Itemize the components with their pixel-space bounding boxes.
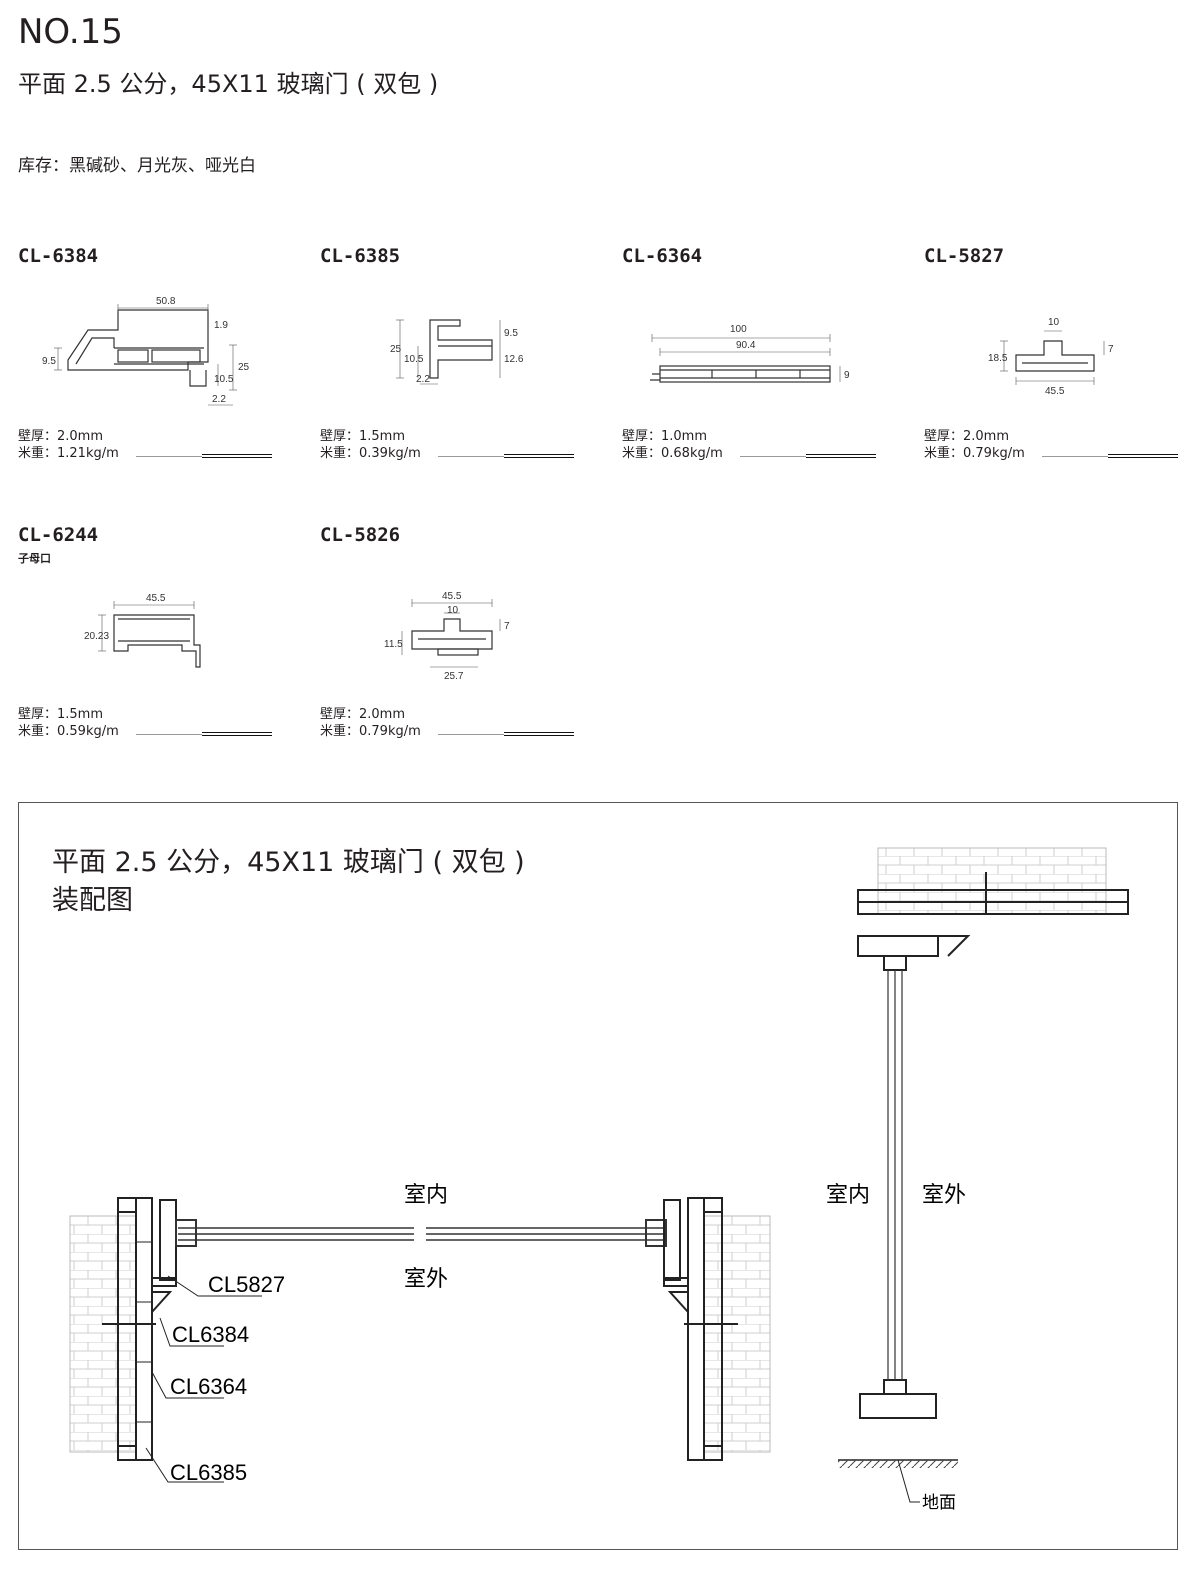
section-outdoor-label: 室外 — [922, 1182, 966, 1207]
spec-bar — [1108, 454, 1178, 458]
dim-10-5: 10.5 — [404, 354, 424, 365]
weight-per-meter: 米重：0.39kg/m — [320, 446, 421, 461]
callout-cl5827: CL5827 — [208, 1272, 285, 1297]
callout-cl6384: CL6384 — [172, 1322, 249, 1347]
ground-label: 地面 — [922, 1493, 956, 1512]
spec-divider — [1042, 456, 1108, 457]
dim-50-8: 50.8 — [156, 296, 176, 307]
weight-per-meter: 米重：0.79kg/m — [924, 446, 1025, 461]
profile-specs-cl6384: 壁厚：2.0mm 米重：1.21kg/m — [18, 428, 119, 462]
profile-drawing-cl5826: 45.5 10 11.5 7 25.7 — [384, 591, 510, 682]
wall-thickness: 壁厚：2.0mm — [320, 707, 406, 722]
profile-drawing-cl5827: 10 18.5 7 45.5 — [988, 317, 1114, 397]
dim-10: 10 — [1048, 317, 1060, 328]
dim-18-5: 18.5 — [988, 353, 1008, 364]
profile-code-cl5826: CL-5826 — [320, 524, 401, 546]
dim-45-5: 45.5 — [1045, 386, 1065, 397]
dim-12-6: 12.6 — [504, 354, 524, 365]
dim-11-5: 11.5 — [384, 639, 403, 650]
weight-per-meter: 米重：1.21kg/m — [18, 446, 119, 461]
wall-thickness: 壁厚：1.5mm — [320, 429, 406, 444]
weight-per-meter: 米重：0.59kg/m — [18, 724, 119, 739]
profile-specs-cl5826: 壁厚：2.0mm 米重：0.79kg/m — [320, 706, 421, 740]
dim-25: 25 — [238, 362, 250, 373]
dim-9-5: 9.5 — [42, 356, 56, 367]
dim-100: 100 — [730, 324, 747, 335]
profile-drawing-cl6364: 100 90.4 9 — [650, 324, 850, 383]
stock-colors: 库存：黑碱砂、月光灰、哑光白 — [18, 156, 256, 176]
wall-thickness: 壁厚：1.0mm — [622, 429, 708, 444]
right-glass — [426, 1219, 667, 1247]
wall-thickness: 壁厚：2.0mm — [924, 429, 1010, 444]
spec-bar — [202, 454, 272, 458]
profile-code-cl6385: CL-6385 — [320, 245, 401, 267]
spec-bar — [504, 454, 574, 458]
profile-code-cl6384: CL-6384 — [18, 245, 99, 267]
wall-thickness: 壁厚：1.5mm — [18, 707, 104, 722]
left-jamb — [69, 1197, 177, 1461]
dim-25: 25 — [390, 344, 402, 355]
spec-bar — [806, 454, 876, 458]
profile-specs-cl6244: 壁厚：1.5mm 米重：0.59kg/m — [18, 706, 119, 740]
left-glass — [175, 1219, 414, 1247]
profile-drawing-cl6244: 45.5 20.23 — [84, 593, 201, 668]
assembly-diagram-frame — [18, 802, 1178, 1550]
dim-90-4: 90.4 — [736, 340, 756, 351]
dim-7: 7 — [504, 621, 510, 632]
spec-divider — [438, 734, 504, 735]
assembly-title: 平面 2.5 公分，45X11 玻璃门 ( 双包 ) 装配图 — [52, 844, 525, 920]
weight-per-meter: 米重：0.79kg/m — [320, 724, 421, 739]
weight-per-meter: 米重：0.68kg/m — [622, 446, 723, 461]
dim-7: 7 — [1108, 344, 1114, 355]
callout-cl6364: CL6364 — [170, 1374, 247, 1399]
document-subtitle: 平面 2.5 公分，45X11 玻璃门 ( 双包 ) — [18, 70, 439, 98]
dim-9-5: 9.5 — [504, 328, 518, 339]
spec-divider — [438, 456, 504, 457]
wall-thickness: 壁厚：2.0mm — [18, 429, 104, 444]
dim-10-5: 10.5 — [214, 374, 234, 385]
dim-45-5: 45.5 — [442, 591, 462, 602]
dim-10: 10 — [447, 605, 459, 616]
vertical-section — [838, 847, 1129, 1503]
spec-bar — [504, 732, 574, 736]
spec-divider — [740, 456, 806, 457]
profile-note-cl6244: 子母口 — [18, 552, 51, 565]
profile-code-cl6244: CL-6244 — [18, 524, 99, 546]
dim-20-23: 20.23 — [84, 631, 109, 642]
profile-specs-cl5827: 壁厚：2.0mm 米重：0.79kg/m — [924, 428, 1025, 462]
assembly-subtitle: 装配图 — [52, 885, 133, 916]
profile-drawing-cl6385: 25 10.5 9.5 12.6 2.2 — [390, 319, 524, 385]
profile-specs-cl6385: 壁厚：1.5mm 米重：0.39kg/m — [320, 428, 421, 462]
plan-outdoor-label: 室外 — [404, 1266, 448, 1291]
profile-drawing-cl6384: 50.8 1.9 9.5 10.5 25 2.2 — [42, 296, 250, 406]
spec-divider — [136, 734, 202, 735]
dim-25-7: 25.7 — [444, 671, 464, 682]
dim-9: 9 — [844, 370, 850, 381]
profile-code-cl5827: CL-5827 — [924, 245, 1005, 267]
assembly-title-line: 平面 2.5 公分，45X11 玻璃门 ( 双包 ) — [52, 847, 525, 878]
assembly-drawing: CL5827 CL6384 CL6364 CL6385 室内 室外 室内 室外 … — [69, 847, 1129, 1512]
dim-2-2: 2.2 — [212, 394, 226, 405]
dim-1-9: 1.9 — [214, 320, 228, 331]
plan-indoor-label: 室内 — [404, 1182, 448, 1207]
spec-bar — [202, 732, 272, 736]
dim-2-2: 2.2 — [416, 374, 430, 385]
spec-divider — [136, 456, 202, 457]
right-jamb — [663, 1197, 771, 1461]
section-indoor-label: 室内 — [826, 1182, 870, 1207]
profile-specs-cl6364: 壁厚：1.0mm 米重：0.68kg/m — [622, 428, 723, 462]
profile-code-cl6364: CL-6364 — [622, 245, 703, 267]
callout-cl6385: CL6385 — [170, 1460, 247, 1485]
dim-45-5: 45.5 — [146, 593, 166, 604]
document-number: NO.15 — [18, 12, 123, 52]
